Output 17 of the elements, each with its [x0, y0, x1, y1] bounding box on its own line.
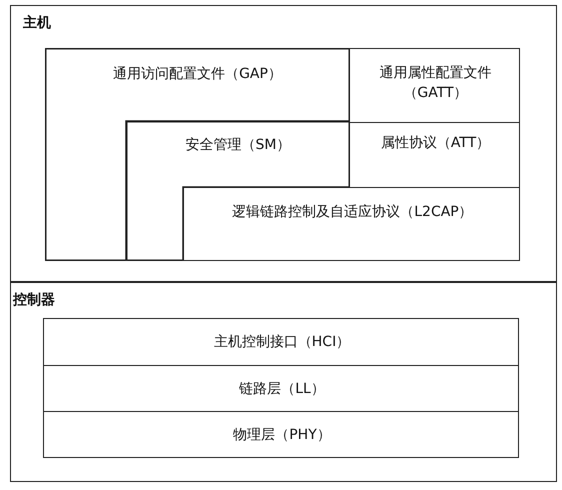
layer-box	[43, 365, 519, 412]
layer-box	[349, 48, 520, 123]
layer-label: 通用属性配置文件（GATT）	[378, 64, 492, 103]
layer-box	[43, 318, 519, 366]
layer-label: 主机控制接口（HCI）	[212, 333, 352, 352]
layer-label: 物理层（PHY）	[232, 426, 332, 445]
section-box	[10, 5, 557, 282]
layer-label: 通用访问配置文件（GAP）	[112, 65, 283, 84]
layer-label: 链路层（LL）	[238, 380, 326, 399]
layer-box	[43, 411, 519, 458]
layer-box	[183, 187, 520, 261]
layer-label: 逻辑链路控制及自适应协议（L2CAP）	[231, 203, 474, 222]
section-title: 主机	[23, 14, 51, 32]
section-title: 控制器	[13, 291, 55, 309]
section-box	[10, 282, 557, 482]
layer-label: 安全管理（SM）	[184, 136, 292, 155]
layer-label: 属性协议（ATT）	[380, 134, 492, 153]
